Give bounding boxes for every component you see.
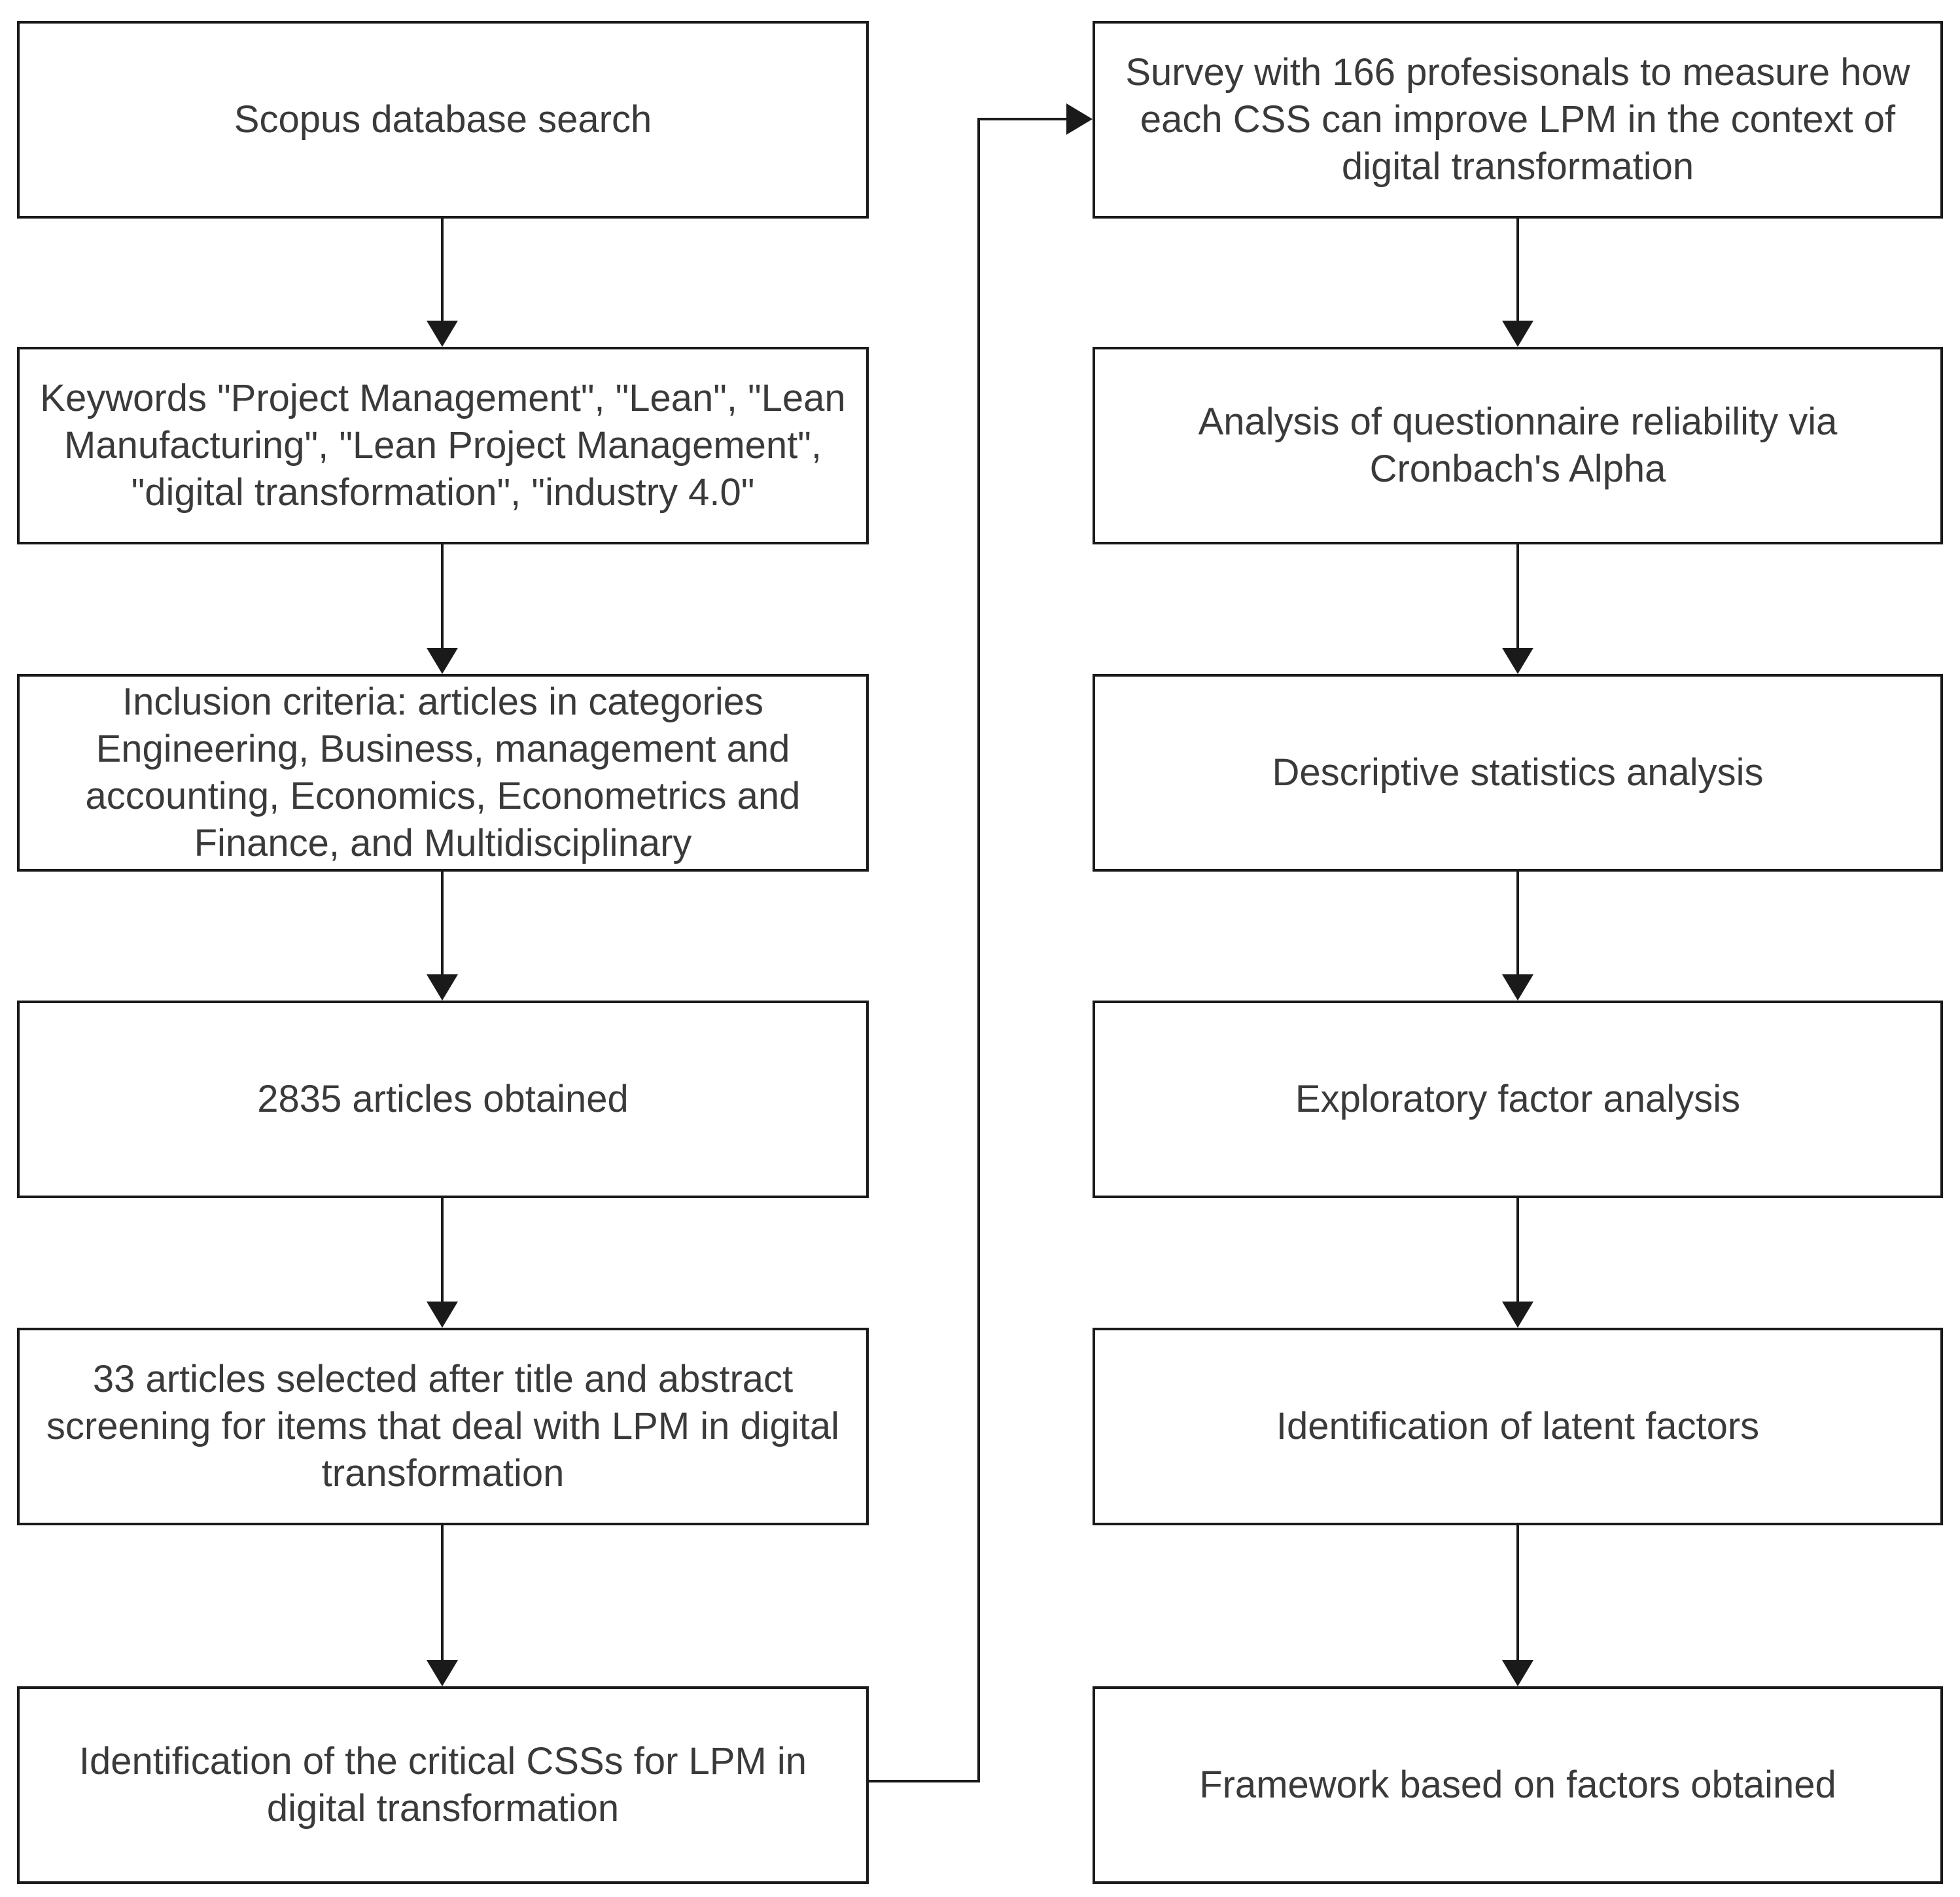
step-descriptive-statistics-label: Descriptive statistics analysis <box>1272 751 1764 794</box>
step-survey: Survey with 166 profesisonals to measure… <box>1093 21 1943 219</box>
step-articles-obtained: 2835 articles obtained <box>17 1001 869 1198</box>
step-survey-label: Survey with 166 profesisonals to measure… <box>1125 51 1910 188</box>
step-scopus-search-label: Scopus database search <box>234 98 652 141</box>
step-inclusion-criteria: Inclusion criteria: articles in categori… <box>17 674 869 872</box>
arrowhead-left-3-to-4 <box>427 974 458 1001</box>
step-reliability-analysis-label: Analysis of questionnaire reliability vi… <box>1198 400 1838 490</box>
step-scopus-search: Scopus database search <box>17 21 869 219</box>
step-identify-css-label: Identification of the critical CSSs for … <box>79 1740 807 1830</box>
step-identify-css: Identification of the critical CSSs for … <box>17 1686 869 1884</box>
arrowhead-right-4-to-5 <box>1502 1302 1533 1328</box>
step-articles-selected: 33 articles selected after title and abs… <box>17 1328 869 1525</box>
arrowhead-left-1-to-2 <box>427 321 458 347</box>
arrowhead-left-6-to-right-1 <box>1066 103 1093 135</box>
step-keywords: Keywords "Project Management", "Lean", "… <box>17 347 869 544</box>
arrowhead-right-5-to-6 <box>1502 1660 1533 1686</box>
step-articles-obtained-label: 2835 articles obtained <box>257 1078 629 1121</box>
arrowhead-right-2-to-3 <box>1502 648 1533 674</box>
step-reliability-analysis: Analysis of questionnaire reliability vi… <box>1093 347 1943 544</box>
arrowhead-left-2-to-3 <box>427 648 458 674</box>
arrowhead-right-1-to-2 <box>1502 321 1533 347</box>
step-exploratory-factor-analysis-label: Exploratory factor analysis <box>1295 1078 1741 1121</box>
step-latent-factors-label: Identification of latent factors <box>1276 1405 1760 1448</box>
step-descriptive-statistics: Descriptive statistics analysis <box>1093 674 1943 872</box>
arrow-left-6-to-right-1 <box>869 118 1077 1782</box>
step-latent-factors: Identification of latent factors <box>1093 1328 1943 1525</box>
step-framework-label: Framework based on factors obtained <box>1199 1764 1836 1807</box>
arrowhead-right-3-to-4 <box>1502 974 1533 1001</box>
arrowhead-left-4-to-5 <box>427 1302 458 1328</box>
step-keywords-label: Keywords "Project Management", "Lean", "… <box>40 377 846 514</box>
step-framework: Framework based on factors obtained <box>1093 1686 1943 1884</box>
step-exploratory-factor-analysis: Exploratory factor analysis <box>1093 1001 1943 1198</box>
step-articles-selected-label: 33 articles selected after title and abs… <box>46 1358 840 1495</box>
step-inclusion-criteria-label: Inclusion criteria: articles in categori… <box>85 681 801 864</box>
arrowhead-left-5-to-6 <box>427 1660 458 1686</box>
